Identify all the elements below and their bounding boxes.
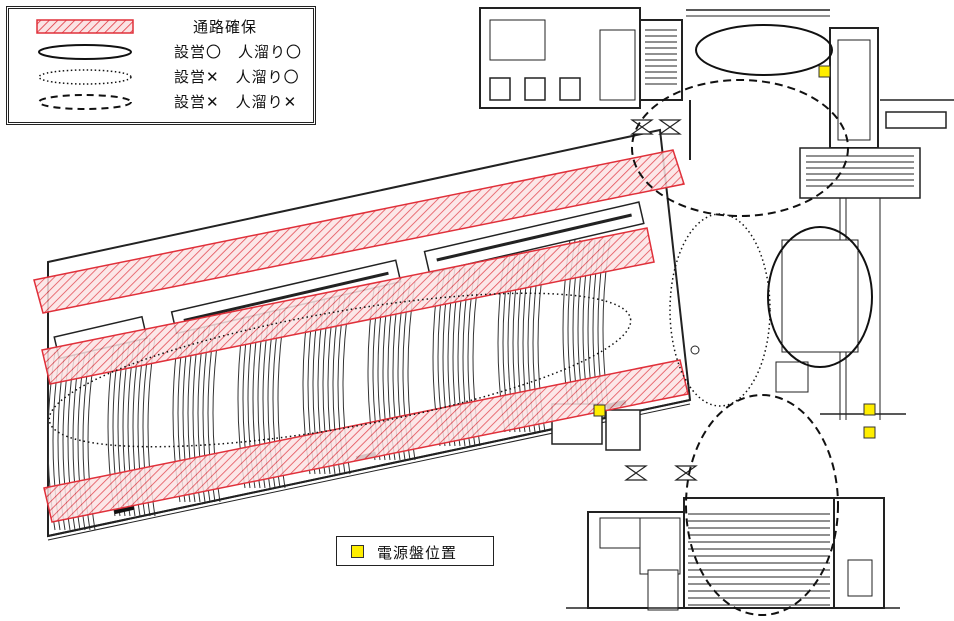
power-panels [593, 65, 876, 439]
legend-label: 通路確保 [193, 18, 258, 36]
zone-build-no-gather-ok [48, 292, 632, 448]
power-panel-marker [593, 404, 606, 417]
zone-build-no-gather-no [685, 394, 839, 616]
aisle-band [33, 149, 685, 314]
aisle-bands [33, 149, 689, 523]
power-panel-legend: 電源盤位置 [336, 536, 494, 566]
dotted-ellipse-icon [38, 69, 132, 85]
dashed-ellipse-icon [38, 94, 132, 110]
zone-build-no-gather-no [631, 79, 849, 217]
aisle-band [41, 227, 655, 385]
south-building [551, 403, 900, 611]
map-legend: 通路確保 設営〇 人溜り〇 設営✕ 人溜り〇 設営✕ 人溜り✕ [6, 6, 316, 125]
solid-ellipse-icon [38, 44, 132, 60]
power-panel-marker [863, 403, 876, 416]
legend-label: 設営✕ 人溜り✕ [174, 93, 298, 111]
zone-build-ok-gather-ok [695, 24, 833, 76]
legend-row-dotted: 設営✕ 人溜り〇 [9, 65, 313, 89]
north-building [479, 7, 954, 160]
zone-build-ok-gather-ok [767, 226, 873, 368]
yellow-square-icon [351, 545, 364, 558]
east-building [690, 147, 921, 420]
legend-label: 設営✕ 人溜り〇 [174, 68, 300, 86]
aisle-band [43, 359, 689, 523]
power-panel-marker [818, 65, 831, 78]
zone-markers [48, 24, 873, 616]
legend-row-aisle: 通路確保 [9, 15, 313, 39]
power-panel-label: 電源盤位置 [377, 544, 458, 562]
legend-row-solid: 設営〇 人溜り〇 [9, 40, 313, 64]
legend-label: 設営〇 人溜り〇 [174, 43, 303, 61]
legend-row-dashed: 設営✕ 人溜り✕ [9, 90, 313, 114]
hatched-band-icon [36, 19, 134, 34]
power-panel-marker [863, 426, 876, 439]
